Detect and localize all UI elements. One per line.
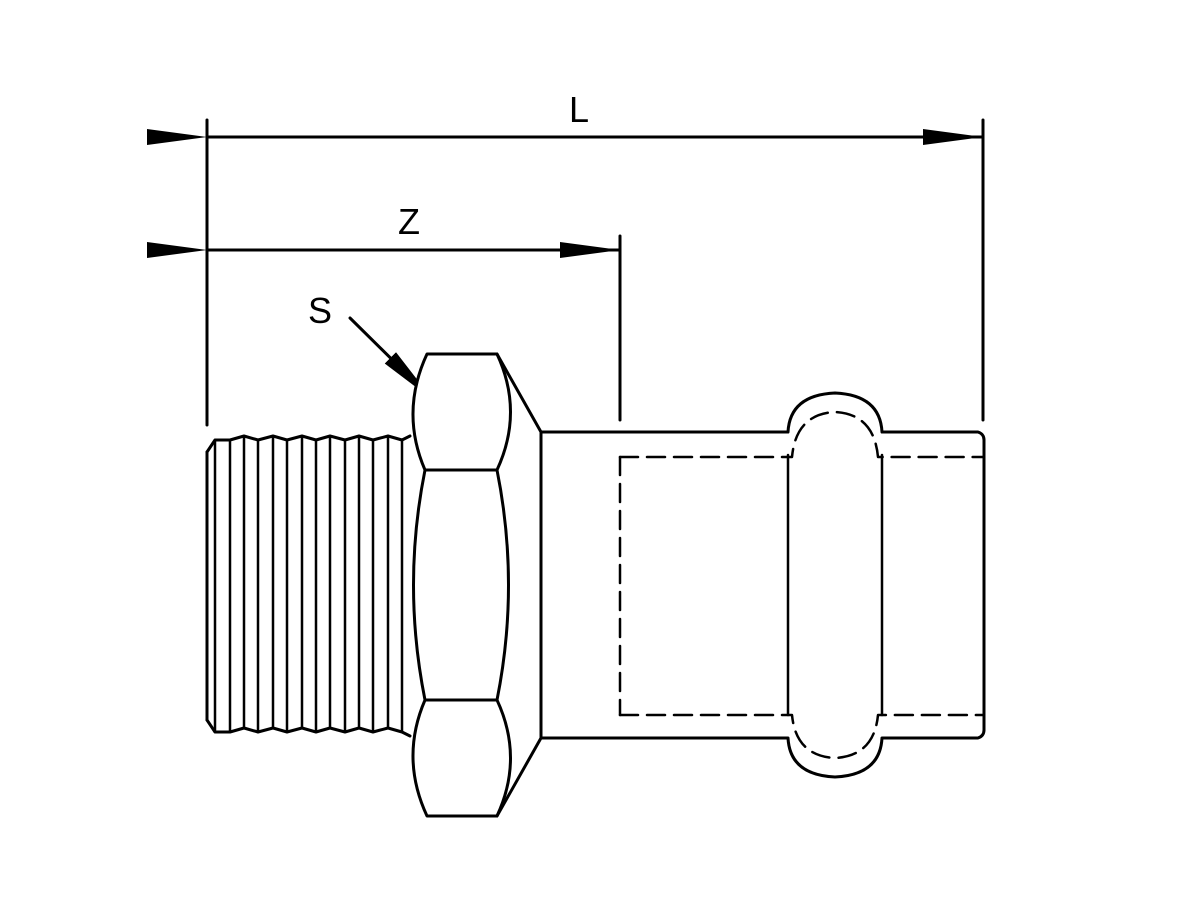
hidden-lines [618, 410, 985, 760]
extension-lines [205, 118, 985, 427]
socket-outline-bottom [539, 728, 986, 779]
threaded-end [205, 434, 412, 738]
socket-body [539, 391, 986, 779]
hex-top-face [411, 352, 512, 472]
thread-bottom-profile [205, 718, 412, 738]
hex-middle-face [412, 468, 510, 702]
hidden-bore-bottom [618, 713, 985, 760]
dimension-label-l: L [569, 89, 590, 130]
hex-bottom-face [411, 698, 512, 818]
hex-chamfer-bottom [495, 736, 543, 818]
thread-crests [213, 434, 404, 734]
hex-chamfer-top [495, 352, 543, 434]
hidden-bore-top [618, 410, 985, 459]
dimension-label-z: Z [398, 201, 420, 242]
socket-outline-top [539, 391, 986, 442]
thread-top-profile [205, 434, 412, 454]
hex-nut [411, 352, 543, 818]
dimension-label-s: S [308, 290, 333, 331]
